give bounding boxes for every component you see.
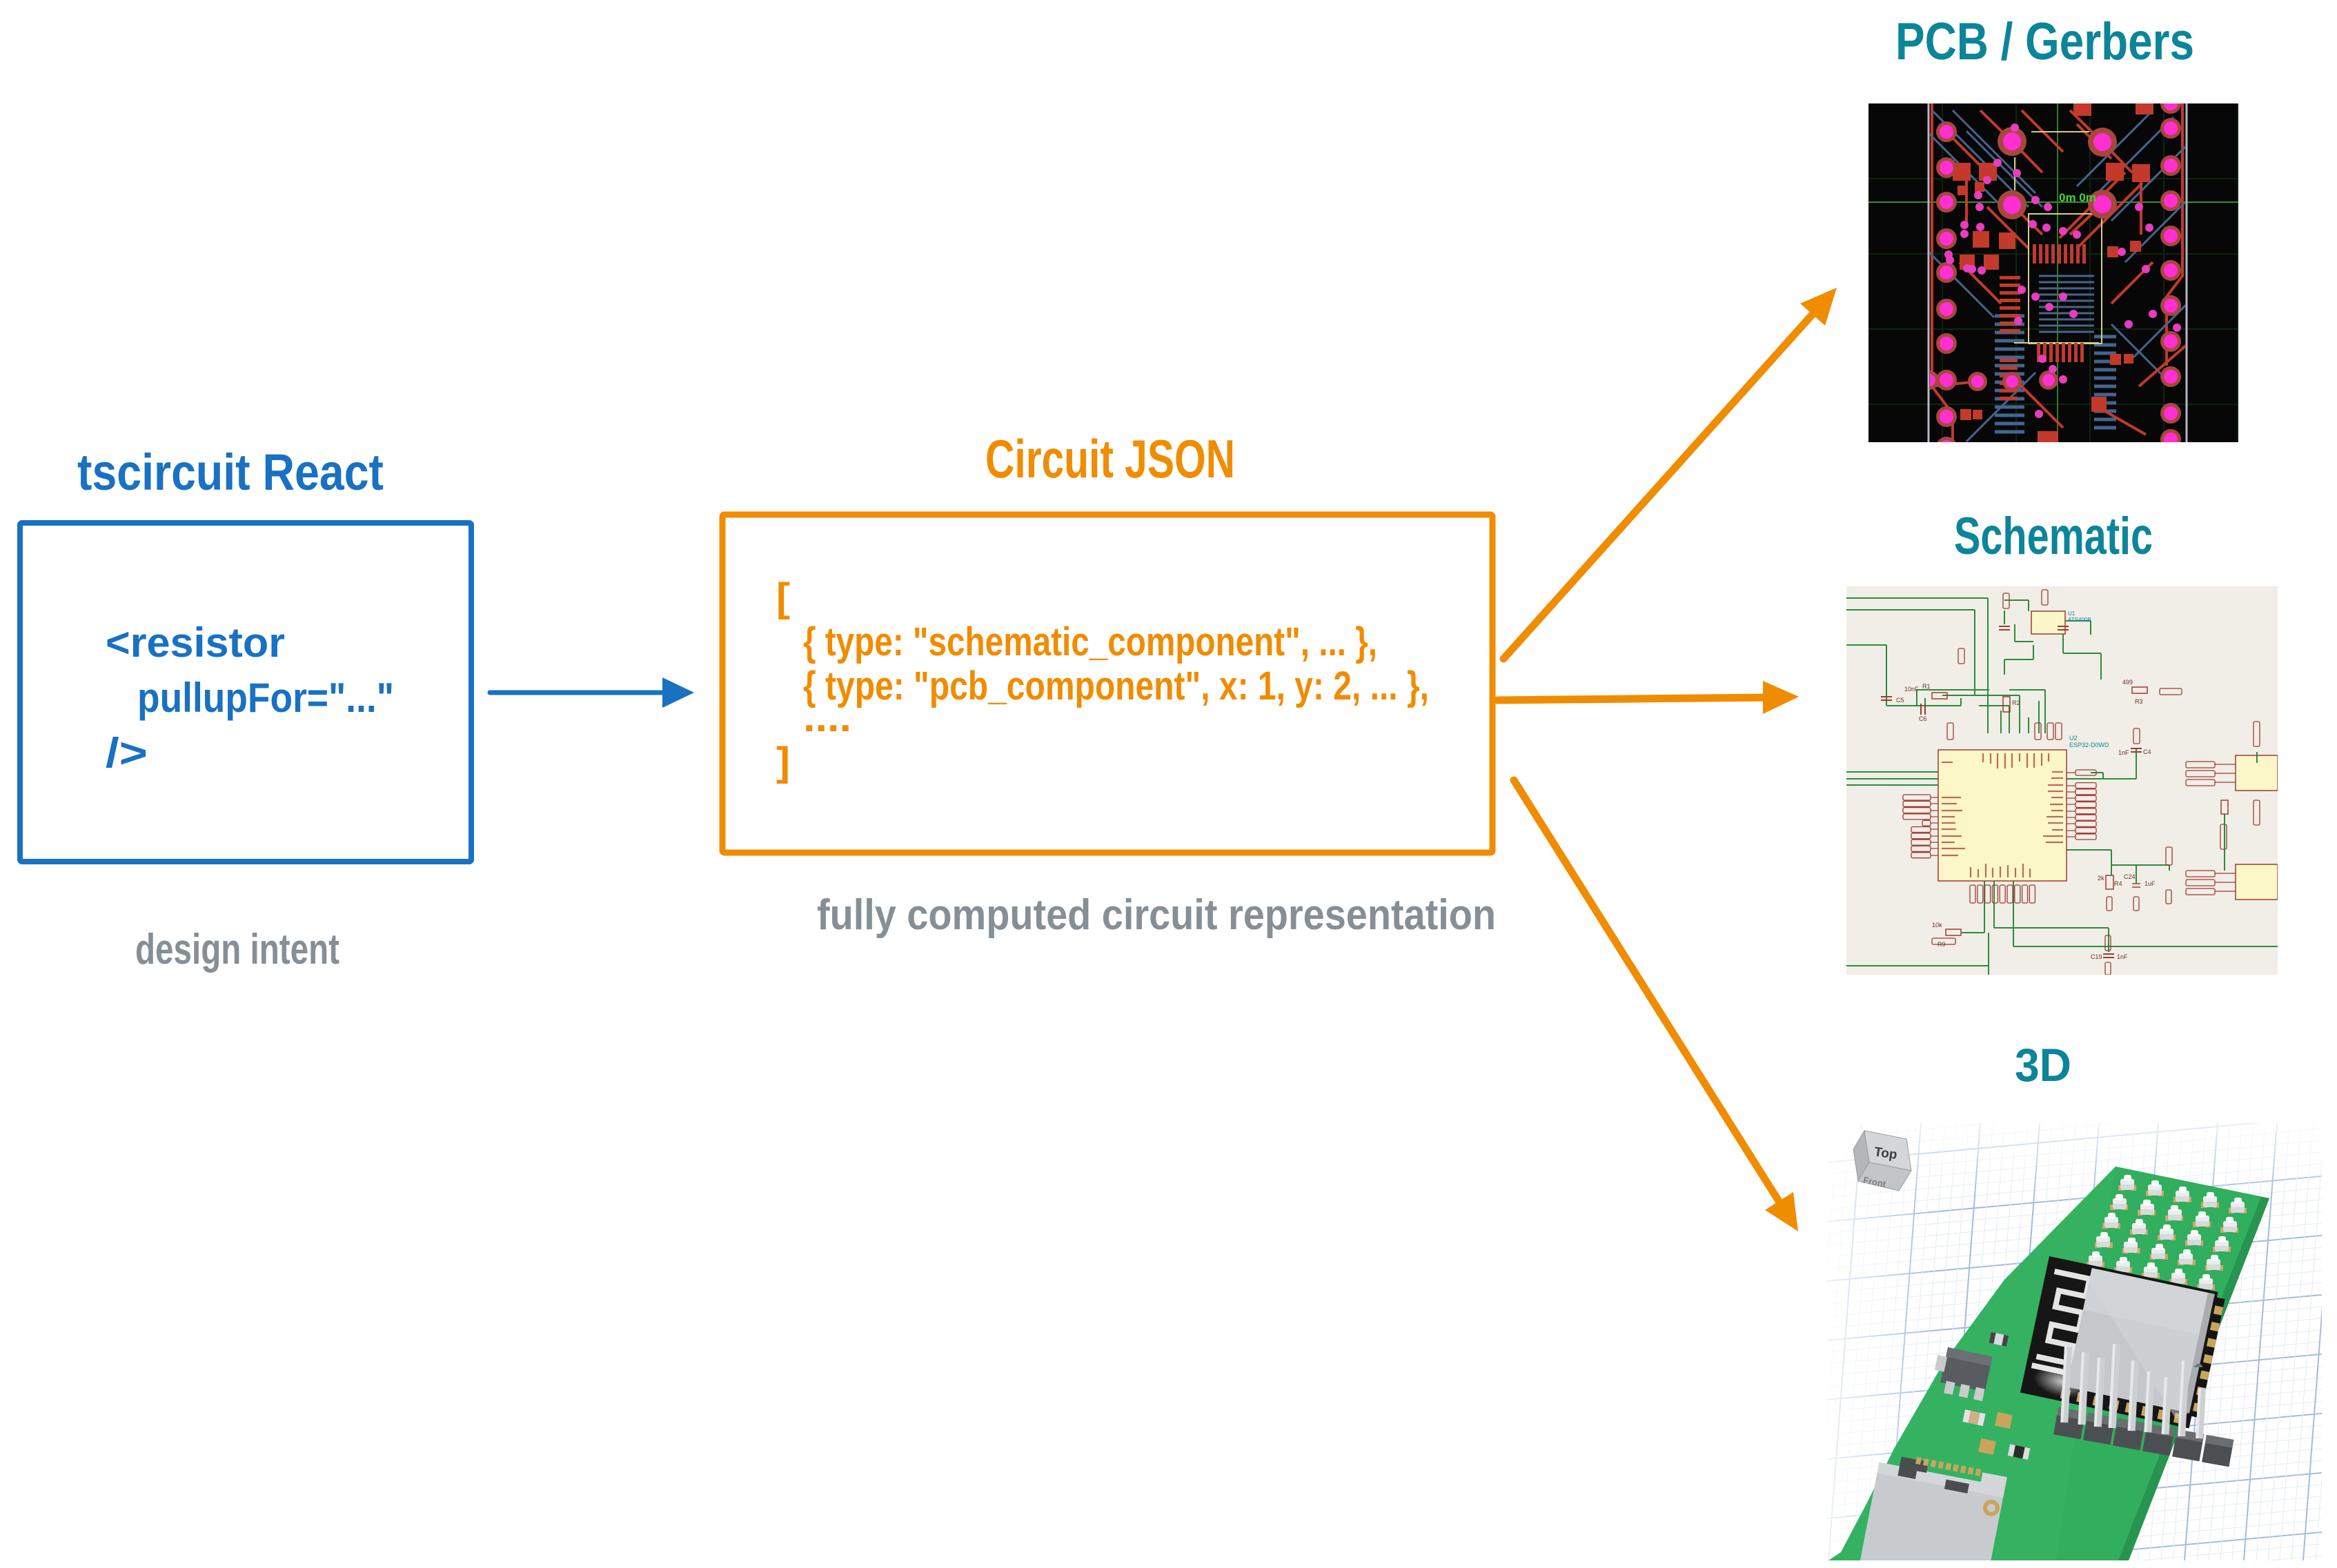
svg-text:1nF: 1nF (2117, 953, 2128, 960)
svg-text:Circuit JSON: Circuit JSON (985, 428, 1235, 489)
svg-text:....: .... (803, 695, 851, 740)
svg-text:Front: Front (1862, 1175, 1887, 1189)
svg-text:/>: /> (106, 730, 148, 776)
svg-text:U1: U1 (2068, 611, 2075, 617)
svg-text:499: 499 (2122, 679, 2133, 686)
svg-text:10nF: 10nF (1904, 686, 1919, 693)
svg-text:C24: C24 (2124, 873, 2136, 880)
svg-text:{ type: "schematic_component",: { type: "schematic_component", ... }, (803, 619, 1377, 664)
svg-text:3D: 3D (2015, 1039, 2071, 1091)
svg-text:design intent: design intent (135, 926, 339, 973)
svg-text:{ type: "pcb_component", x: 1,: { type: "pcb_component", x: 1, y: 2, ...… (803, 664, 1429, 708)
svg-text:fully computed circuit represe: fully computed circuit representation (817, 891, 1496, 939)
svg-text:<resistor: <resistor (106, 619, 285, 666)
svg-text:pullupFor="...": pullupFor="..." (137, 675, 394, 721)
svg-text:U2: U2 (2069, 735, 2078, 742)
svg-text:C5: C5 (1896, 697, 1904, 704)
svg-text:R3: R3 (2135, 698, 2143, 705)
svg-text:]: ] (776, 740, 790, 784)
svg-text:1nF: 1nF (2118, 749, 2129, 756)
svg-text:tscircuit React: tscircuit React (77, 444, 384, 501)
svg-text:R1: R1 (1922, 683, 1931, 690)
svg-text:☁: ☁ (2193, 1358, 2203, 1370)
svg-text:R2: R2 (2012, 699, 2020, 706)
svg-text:R9: R9 (1937, 941, 1946, 948)
svg-text:C4: C4 (2143, 748, 2151, 755)
svg-text:[: [ (776, 575, 790, 620)
svg-text:1uF: 1uF (2144, 880, 2156, 887)
svg-text:C19: C19 (2091, 953, 2102, 960)
svg-text:C6: C6 (1919, 715, 1927, 722)
svg-text:0m 0m: 0m 0m (2059, 191, 2096, 204)
svg-text:Schematic: Schematic (1954, 507, 2153, 566)
svg-text:10k: 10k (1932, 922, 1942, 929)
svg-text:2k: 2k (2098, 875, 2104, 882)
svg-text:R4: R4 (2114, 880, 2122, 887)
svg-text:Top: Top (1873, 1145, 1898, 1162)
svg-text:ESP32-D0WD: ESP32-D0WD (2069, 742, 2109, 748)
svg-text:PCB / Gerbers: PCB / Gerbers (1895, 12, 2194, 71)
svg-text:ATS400B: ATS400B (2068, 617, 2091, 623)
